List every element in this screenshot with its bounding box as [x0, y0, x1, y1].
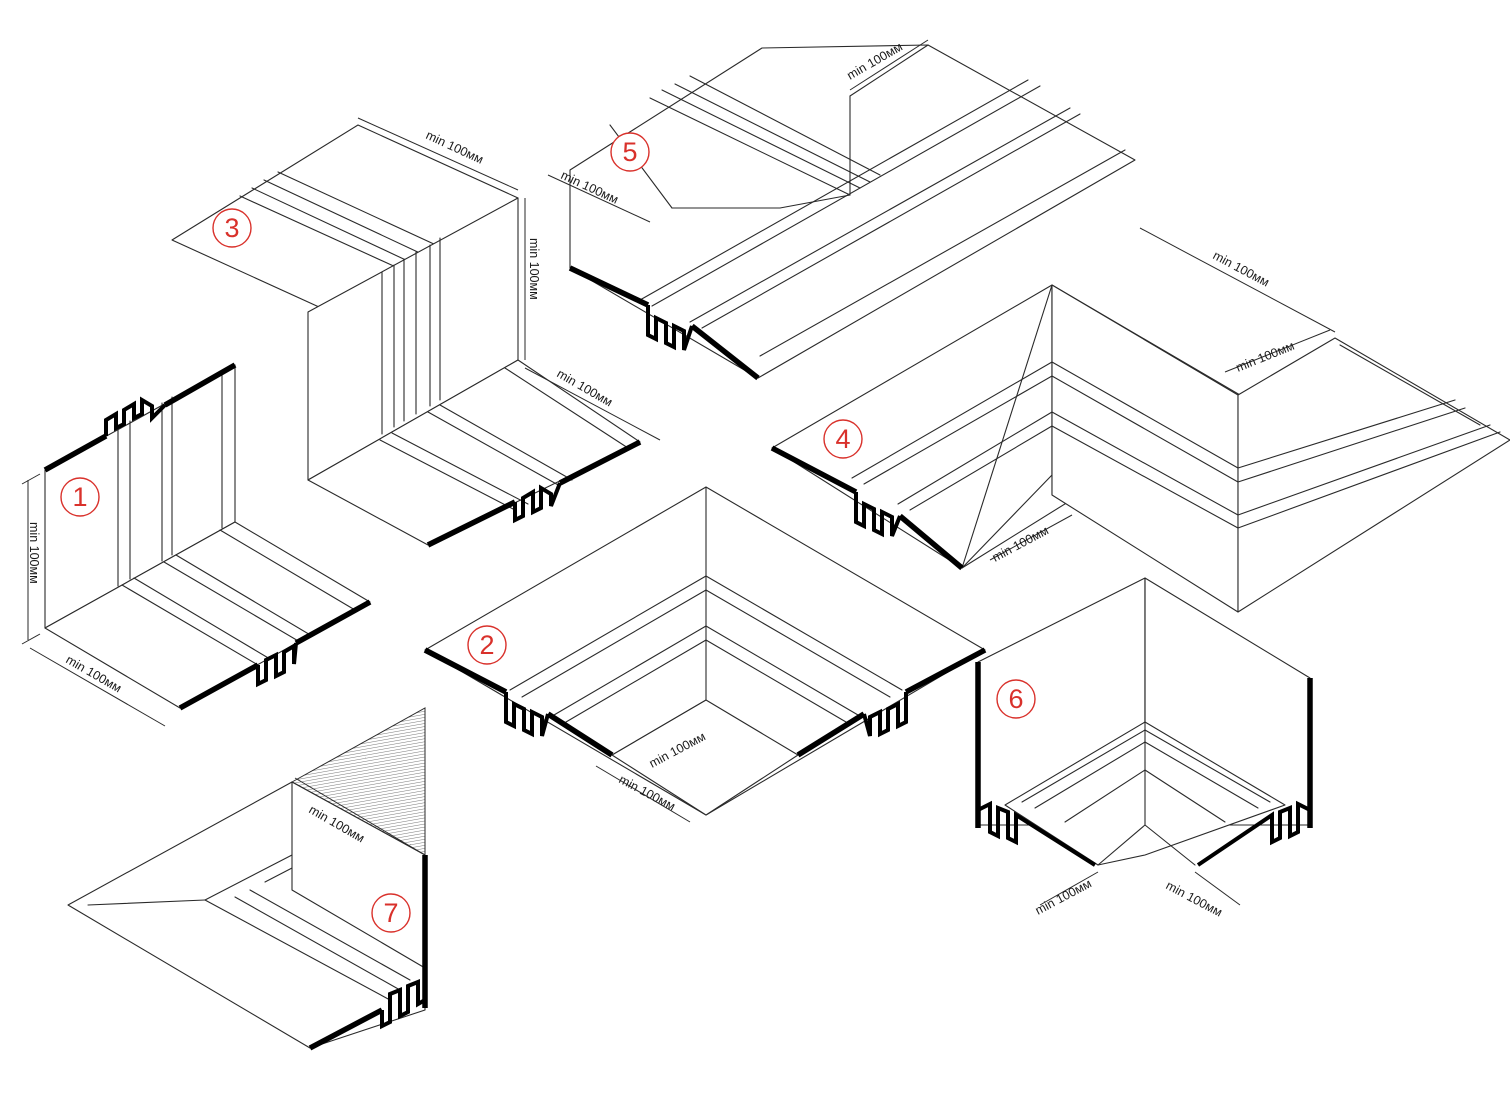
dimension-label: min 100мм [527, 238, 541, 300]
piece-number: 2 [479, 630, 494, 660]
piece-number-badge [60, 477, 100, 517]
piece-1: min 100мм min 100мм 1 [21, 362, 372, 727]
piece-number: 7 [383, 898, 398, 928]
piece-number: 4 [835, 424, 850, 454]
dimension-label: min 100мм [27, 522, 41, 584]
piece-6: min 100мм min 100мм 6 [975, 577, 1313, 920]
dimension-label: min 100мм [1211, 248, 1272, 289]
piece-number: 3 [224, 213, 239, 243]
piece-number: 5 [622, 137, 637, 167]
piece-number: 6 [1008, 684, 1023, 714]
dimension-label: min 100мм [1164, 878, 1225, 919]
piece-7: min 100мм 7 [67, 707, 428, 1051]
piece-number-badge [996, 679, 1036, 719]
piece-number-badge [212, 208, 252, 248]
piece-2: min 100мм min 100мм 2 [423, 486, 987, 823]
piece-3: min 100мм min 100мм min 100мм 3 [171, 117, 661, 548]
piece-number-badge [371, 893, 411, 933]
piece-number-badge [467, 625, 507, 665]
dimension-label: min 100мм [1033, 876, 1094, 917]
piece-number-badge [610, 132, 650, 172]
piece-number: 1 [72, 482, 87, 512]
piece-number-badge [823, 419, 863, 459]
